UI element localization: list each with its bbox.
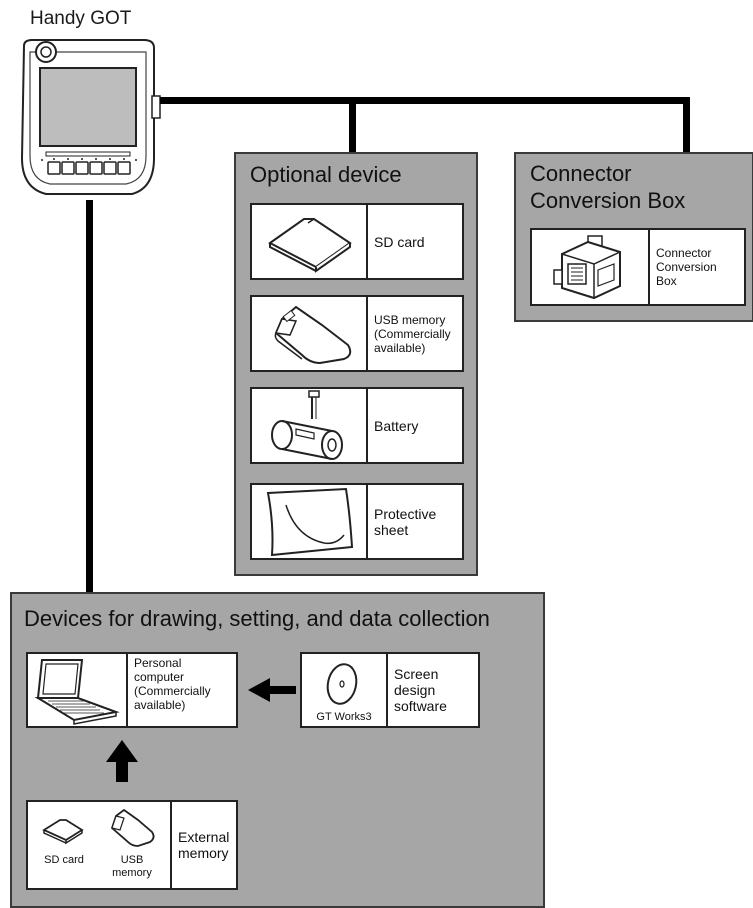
handy-got-icon <box>20 39 161 195</box>
screen-design-software-label: Screen design software <box>394 666 447 714</box>
personal-computer-label: Personal computer (Commercially availabl… <box>134 656 211 712</box>
arrow-up-icon <box>106 740 138 782</box>
connection-line-to-connector-box <box>683 97 690 154</box>
connector-box-label: Connector Conversion Box <box>656 246 717 288</box>
optional-device-panel: Optional device SD card USB memory (Comm… <box>234 152 478 576</box>
screen-design-software-item: GT Works3 Screen design software <box>300 652 480 728</box>
external-memory-label: External memory <box>178 829 230 861</box>
battery-item: Battery <box>250 387 464 464</box>
sd-card-icon <box>268 218 352 273</box>
handy-got-title: Handy GOT <box>30 8 132 29</box>
sd-card-item: SD card <box>250 203 464 280</box>
usb-memory-small-icon <box>110 808 155 847</box>
protective-sheet-item: Protective sheet <box>250 483 464 560</box>
personal-computer-item: Personal computer (Commercially availabl… <box>26 652 238 728</box>
laptop-icon <box>34 659 120 725</box>
sd-card-small-icon <box>42 819 84 845</box>
connector-conversion-box-icon <box>553 235 621 300</box>
sd-card-caption: SD card <box>44 854 84 866</box>
connector-box-panel: Connector Conversion Box Connector Conve… <box>514 152 753 322</box>
drawing-devices-title: Devices for drawing, setting, and data c… <box>24 606 490 631</box>
usb-memory-item: USB memory (Commercially available) <box>250 295 464 372</box>
drawing-devices-panel: Devices for drawing, setting, and data c… <box>10 592 545 908</box>
connector-box-title: Connector Conversion Box <box>530 161 686 213</box>
protective-sheet-icon <box>266 487 354 557</box>
external-memory-item: SD card USB memory External memory <box>26 800 238 890</box>
cd-rom-icon <box>326 663 358 705</box>
connection-line-horizontal <box>160 97 689 104</box>
battery-label: Battery <box>374 417 419 434</box>
connection-line-to-optional <box>349 97 356 154</box>
battery-icon <box>271 390 343 460</box>
sd-card-label: SD card <box>374 233 425 250</box>
optional-device-title: Optional device <box>250 162 402 187</box>
handy-got-device <box>14 38 162 198</box>
protective-sheet-label: Protective sheet <box>374 505 437 538</box>
usb-memory-icon <box>274 305 352 365</box>
arrow-left-icon <box>248 678 296 702</box>
gt-works3-caption: GT Works3 <box>316 711 372 723</box>
usb-memory-label: USB memory (Commercially available) <box>374 312 451 355</box>
connection-line-to-drawing-devices <box>86 200 93 596</box>
connector-box-item: Connector Conversion Box <box>530 228 746 306</box>
usb-memory-caption: USB memory <box>112 854 152 879</box>
